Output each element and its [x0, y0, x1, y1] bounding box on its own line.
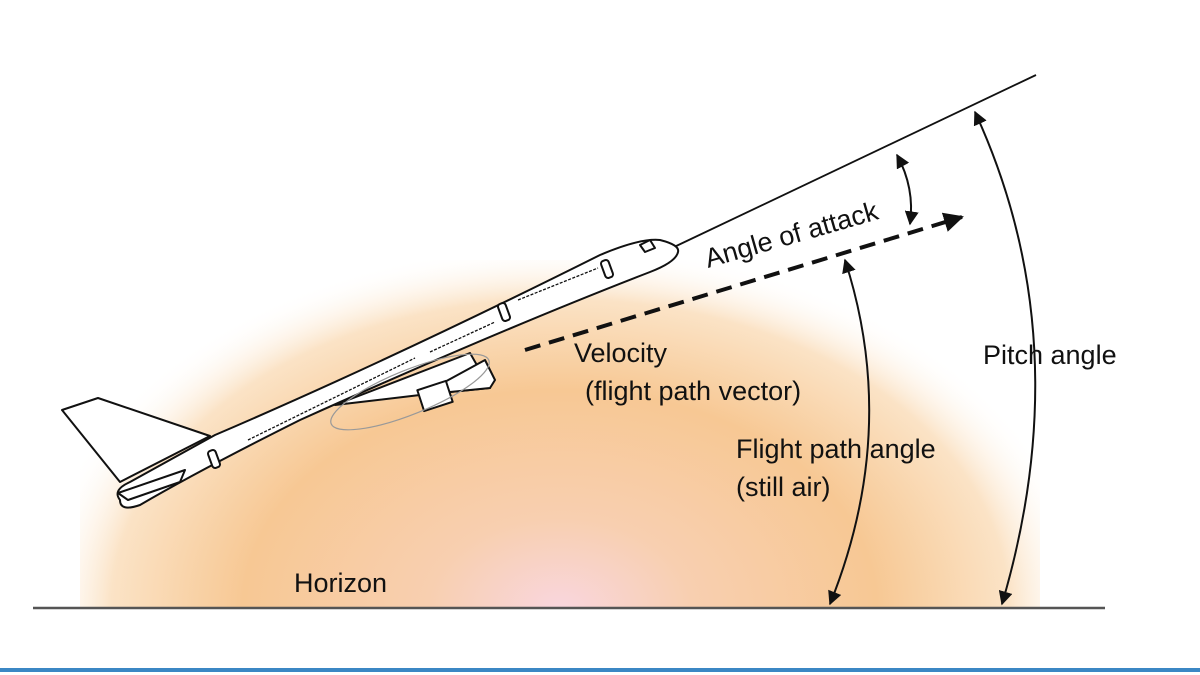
bottom-border: [0, 668, 1200, 672]
pitch-axis-line: [671, 74, 1037, 249]
still-air-label: (still air): [736, 472, 831, 502]
velocity-vector: [524, 212, 964, 352]
velocity-sub-label: (flight path vector): [585, 376, 801, 406]
angle-of-attack-arrow: [896, 153, 919, 226]
pitch-angle-arrow: [973, 110, 1037, 606]
velocity-label: Velocity: [574, 338, 668, 368]
horizon-label: Horizon: [294, 568, 387, 598]
airplane-icon: [61, 238, 680, 509]
flight-path-angle-arrow: [828, 258, 871, 606]
flight-path-angle-label: Flight path angle: [736, 434, 936, 464]
pitch-angle-label: Pitch angle: [983, 340, 1117, 370]
